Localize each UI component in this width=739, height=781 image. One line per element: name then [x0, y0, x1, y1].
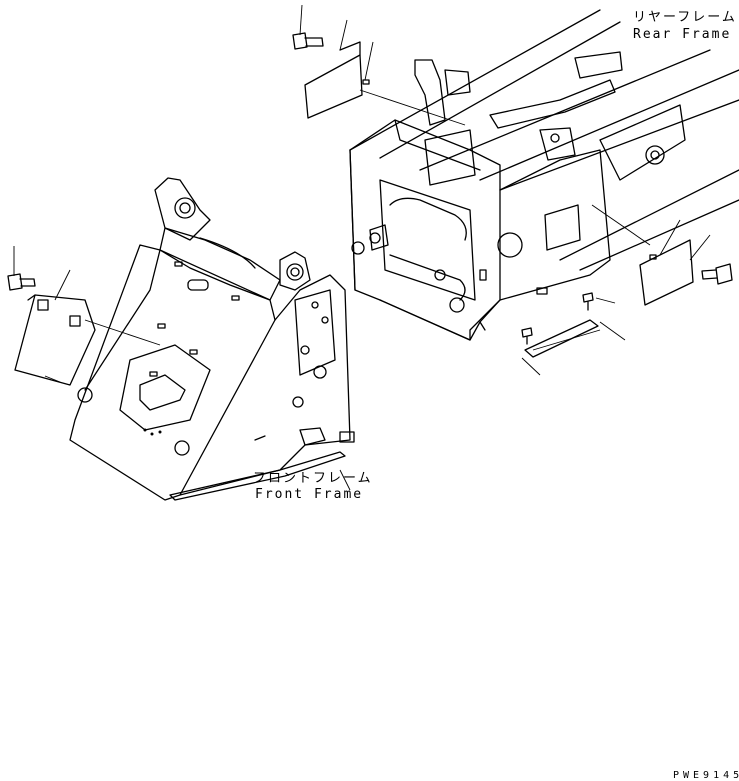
rear-side-bolt	[701, 263, 733, 285]
front-cover-bolt	[7, 246, 36, 291]
rear-side-cover	[591, 204, 711, 306]
front-frame-label-jp: フロントフレーム	[253, 471, 373, 486]
rear-frame-label-jp: リヤーフレーム	[633, 10, 737, 25]
bottom-bar-parts	[521, 292, 626, 376]
rear-cover-top	[304, 19, 466, 126]
rear-frame	[349, 9, 739, 341]
front-cover	[14, 269, 161, 386]
drawing-code: PWE9145	[673, 770, 739, 781]
front-frame-label-en: Front Frame	[255, 487, 364, 502]
front-frame	[69, 177, 355, 501]
rear-top-bolt	[292, 4, 324, 50]
rear-frame-label-en: Rear Frame	[633, 27, 732, 42]
